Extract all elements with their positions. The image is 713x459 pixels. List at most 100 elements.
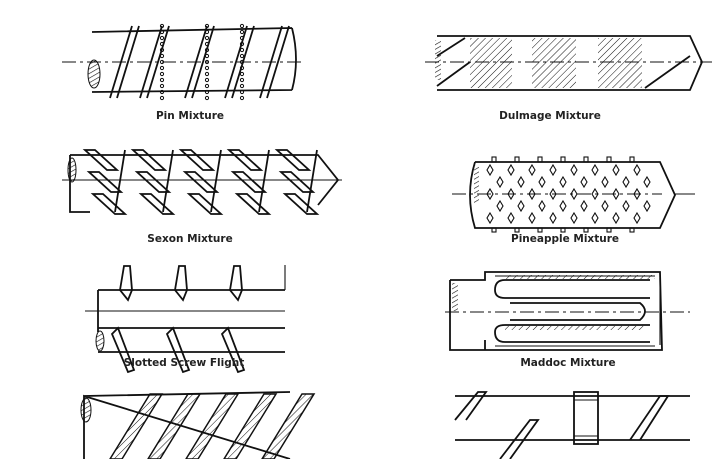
pineapple-diamond [633, 211, 641, 225]
mixing-pin [239, 83, 245, 89]
pineapple-diamond [507, 211, 515, 225]
pineapple-diamond [570, 211, 578, 225]
hatched-flight [185, 393, 240, 459]
pin-mixture-figure [62, 23, 305, 101]
mixing-lobe [282, 193, 320, 215]
slotted-flight-upper [229, 265, 243, 302]
mixing-pin [159, 47, 165, 53]
mixing-pin [239, 89, 245, 95]
tooth [537, 227, 543, 233]
pineapple-diamond [507, 163, 515, 177]
pineapple-diamond [559, 199, 567, 213]
pineapple-diamond [528, 211, 536, 225]
mixing-pin [159, 83, 165, 89]
mixing-lobe [182, 171, 220, 193]
pineapple-diamond [496, 199, 504, 213]
mixing-pin [239, 65, 245, 71]
pineapple-diamond [570, 187, 578, 201]
slotted-flight-lower [110, 326, 136, 374]
tooth [629, 156, 635, 163]
flight-line [114, 149, 126, 213]
pineapple-diamond [612, 163, 620, 177]
flight-line [259, 25, 290, 99]
mixing-lobe [130, 149, 168, 171]
tooth [491, 227, 497, 233]
mixing-pin [204, 53, 210, 59]
pineapple-diamond [517, 199, 525, 213]
maddoc-mixture-label: Maddoc Mixture [520, 357, 616, 369]
mixing-lobe [274, 149, 312, 171]
pineapple-diamond [633, 163, 641, 177]
mixing-pin [239, 95, 245, 101]
mixing-pin [239, 29, 245, 35]
flight-line [184, 25, 215, 99]
pineapple-diamond [517, 175, 525, 189]
pineapple-mixture-label: Pineapple Mixture [511, 233, 619, 245]
mixing-pin [239, 23, 245, 29]
tooth [606, 227, 612, 233]
mixing-pin [204, 59, 210, 65]
mixing-pin [204, 47, 210, 53]
slotted-screw-flight-label: Slotted Screw Flight [123, 357, 245, 369]
hatched-flight [147, 393, 202, 459]
mixing-lobe [226, 149, 264, 171]
pineapple-diamond [486, 187, 494, 201]
mixing-pin [204, 65, 210, 71]
pineapple-diamond [486, 163, 494, 177]
mixing-pin [204, 95, 210, 101]
pineapple-diamond [612, 187, 620, 201]
pineapple-diamond [528, 187, 536, 201]
pineapple-diamond [633, 187, 641, 201]
flight-line [210, 149, 222, 213]
flight-line [162, 149, 174, 213]
mixing-pin [159, 35, 165, 41]
pin-mixture-label: Pin Mixture [155, 110, 225, 122]
pineapple-diamond [580, 175, 588, 189]
mixing-pin [159, 29, 165, 35]
pineapple-diamond [559, 175, 567, 189]
mixing-pin [239, 71, 245, 77]
bottom-left-mixing-figure [80, 391, 316, 459]
mixing-pin [159, 23, 165, 29]
hatched-flight [261, 393, 316, 459]
mixing-pin [204, 89, 210, 95]
dulmage-mixture-figure [425, 35, 712, 91]
mixing-lobe [234, 193, 272, 215]
mixing-pin [159, 71, 165, 77]
tooth [514, 227, 520, 233]
mixing-lobe [86, 171, 124, 193]
hatched-flight [223, 393, 278, 459]
mixing-lobe [138, 193, 176, 215]
pineapple-diamond [496, 175, 504, 189]
mixing-lobe [134, 171, 172, 193]
pineapple-mixture-figure [452, 156, 695, 233]
pineapple-diamond [643, 175, 651, 189]
mixing-pin [159, 53, 165, 59]
flight-line [139, 25, 170, 99]
tooth [583, 227, 589, 233]
mixing-pin [204, 29, 210, 35]
tooth [491, 156, 497, 163]
mixing-pin [239, 35, 245, 41]
mixing-pin [239, 47, 245, 53]
mixing-pin [159, 77, 165, 83]
sexon-mixture-figure [62, 149, 342, 215]
tooth [583, 156, 589, 163]
tooth [629, 227, 635, 233]
pineapple-diamond [538, 175, 546, 189]
tooth [514, 156, 520, 163]
pineapple-diamond [622, 175, 630, 189]
mixing-lobe [90, 193, 128, 215]
tooth [537, 156, 543, 163]
pineapple-diamond [549, 163, 557, 177]
mixing-pin [239, 41, 245, 47]
slotted-flight-lower [165, 326, 191, 374]
pineapple-diamond [570, 163, 578, 177]
flight-line [109, 25, 140, 99]
mixing-pin [204, 41, 210, 47]
pineapple-diamond [601, 175, 609, 189]
pineapple-diamond [591, 163, 599, 177]
mixing-pin [204, 23, 210, 29]
